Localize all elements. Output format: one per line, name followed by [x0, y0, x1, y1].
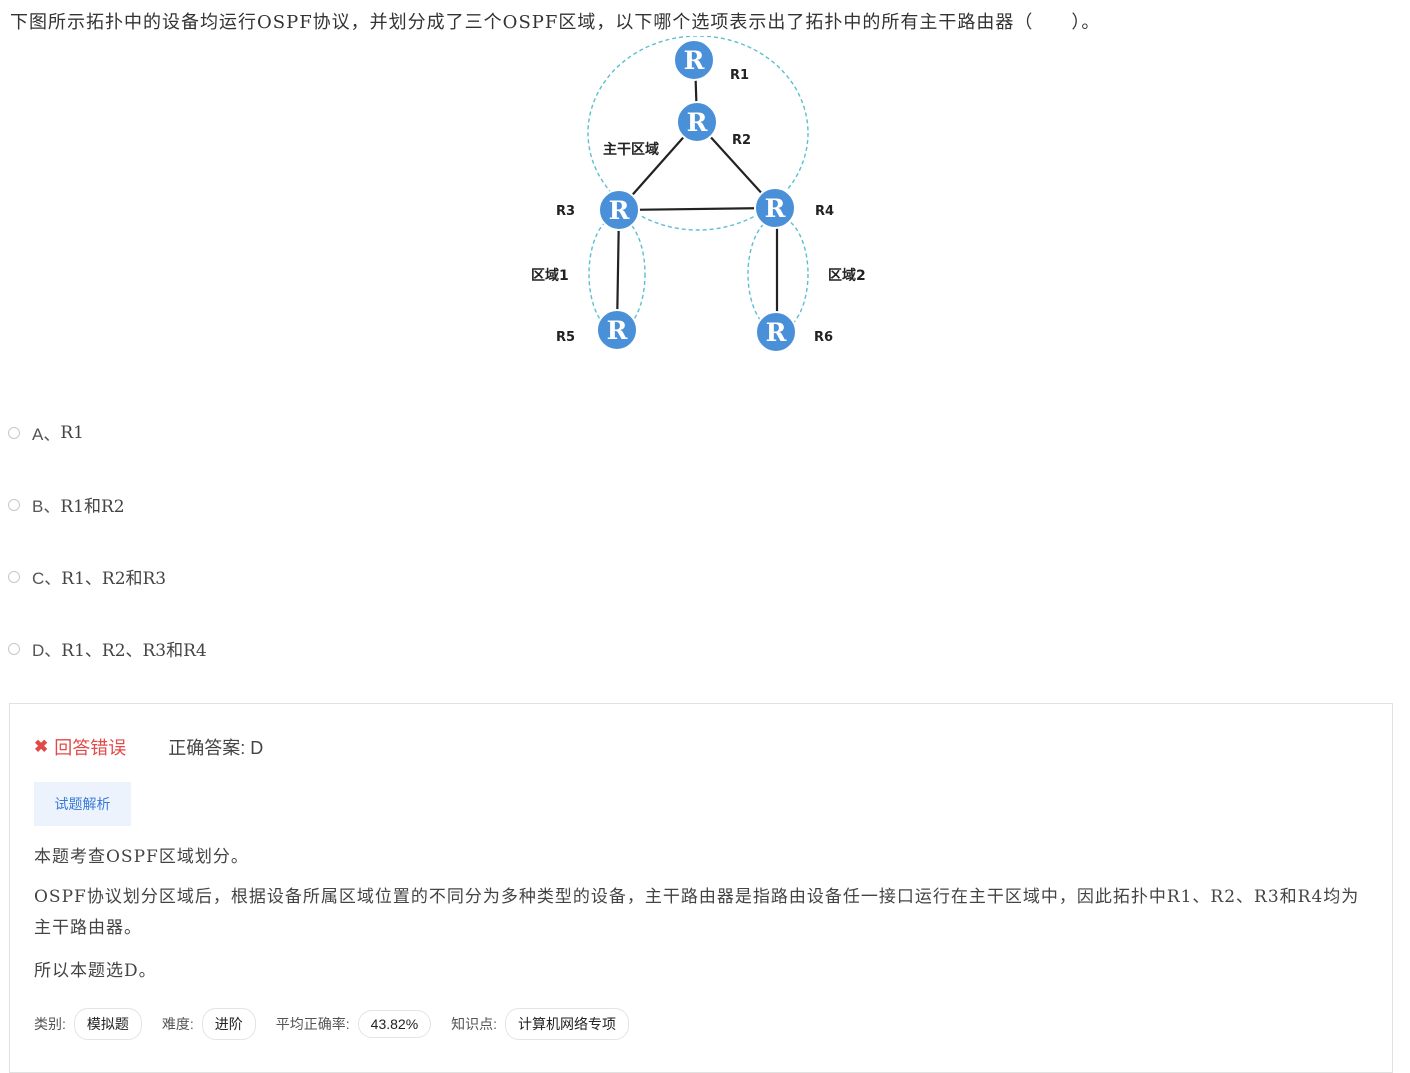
label-backbone-area: 主干区域: [603, 141, 659, 158]
router-r1-icon: R: [673, 39, 715, 81]
result-row: ✖ 回答错误 正确答案: D: [34, 734, 263, 760]
ospf-topology-diagram: R R R R R R R1 R2 R3 R4 R5 R6 主干区域 区域1: [520, 36, 900, 366]
correct-answer: 正确答案: D: [168, 738, 264, 758]
knowledge-label: 知识点:: [451, 1016, 498, 1032]
topology-svg: R R R R R R R1 R2 R3 R4 R5 R6 主干区域 区域1: [531, 36, 866, 353]
close-icon: ✖: [34, 737, 49, 756]
difficulty-label: 难度:: [161, 1016, 194, 1032]
radio-a[interactable]: [8, 426, 20, 439]
svg-text:R: R: [609, 196, 630, 225]
option-c[interactable]: C、 R1、R2和R3: [8, 564, 166, 589]
label-r1: R1: [730, 68, 749, 83]
accuracy-badge: 43.82%: [357, 1010, 432, 1038]
svg-text:R: R: [607, 316, 628, 345]
option-b[interactable]: B、 R1和R2: [8, 492, 125, 517]
radio-c[interactable]: [8, 570, 20, 583]
option-d-letter: D、: [32, 641, 62, 660]
difficulty-badge: 进阶: [201, 1008, 256, 1040]
category-badge: 模拟题: [73, 1008, 142, 1040]
router-r2-icon: R: [676, 101, 718, 143]
router-r6-icon: R: [755, 311, 797, 353]
link-r3-r4: [618, 206, 776, 212]
option-b-letter: B、: [32, 497, 61, 516]
area2-border: [747, 216, 809, 332]
knowledge-badge[interactable]: 计算机网络专项: [505, 1008, 630, 1040]
explanation-p1: 本题考查OSPF区域划分。: [34, 847, 249, 867]
option-a-letter: A、: [32, 425, 61, 444]
label-r6: R6: [814, 330, 833, 345]
option-b-text: R1和R2: [60, 497, 125, 517]
option-d-text: R1、R2、R3和R4: [61, 641, 207, 661]
accuracy-label: 平均正确率:: [275, 1016, 350, 1032]
option-c-letter: C、: [32, 569, 62, 588]
router-r5-icon: R: [596, 309, 638, 351]
wrong-status: ✖ 回答错误: [34, 734, 126, 760]
svg-text:R: R: [687, 108, 708, 137]
label-area1: 区域1: [531, 267, 569, 284]
radio-b[interactable]: [8, 498, 20, 511]
explanation-p3: 所以本题选D。: [34, 961, 157, 981]
svg-text:R: R: [766, 318, 787, 347]
label-r3: R3: [556, 204, 575, 219]
option-c-text: R1、R2和R3: [61, 569, 167, 589]
backbone-area-border: [587, 36, 809, 231]
category-label: 类别:: [34, 1016, 66, 1032]
router-r3-icon: R: [598, 189, 640, 231]
label-r4: R4: [815, 204, 834, 219]
explanation-p2: OSPF协议划分区域后，根据设备所属区域位置的不同分为多种类型的设备，主干路由器…: [34, 887, 1360, 938]
answer-panel: ✖ 回答错误 正确答案: D 试题解析 本题考查OSPF区域划分。 OSPF协议…: [9, 703, 1393, 1073]
label-r2: R2: [732, 133, 751, 148]
label-r5: R5: [556, 330, 575, 345]
option-a-text: R1: [60, 422, 84, 443]
svg-text:R: R: [684, 46, 705, 75]
router-r4-icon: R: [754, 187, 796, 229]
option-a[interactable]: A、 R1: [8, 420, 84, 445]
option-d[interactable]: D、 R1、R2、R3和R4: [8, 636, 207, 661]
question-text: 下图所示拓扑中的设备均运行OSPF协议，并划分成了三个OSPF区域，以下哪个选项…: [10, 12, 1101, 33]
label-area2: 区域2: [828, 267, 866, 284]
radio-d[interactable]: [8, 642, 20, 655]
svg-text:R: R: [765, 194, 786, 223]
tab-analysis[interactable]: 试题解析: [34, 782, 131, 826]
meta-row: 类别: 模拟题 难度: 进阶 平均正确率: 43.82% 知识点: 计算机网络专…: [34, 1008, 649, 1040]
wrong-label: 回答错误: [54, 738, 127, 758]
